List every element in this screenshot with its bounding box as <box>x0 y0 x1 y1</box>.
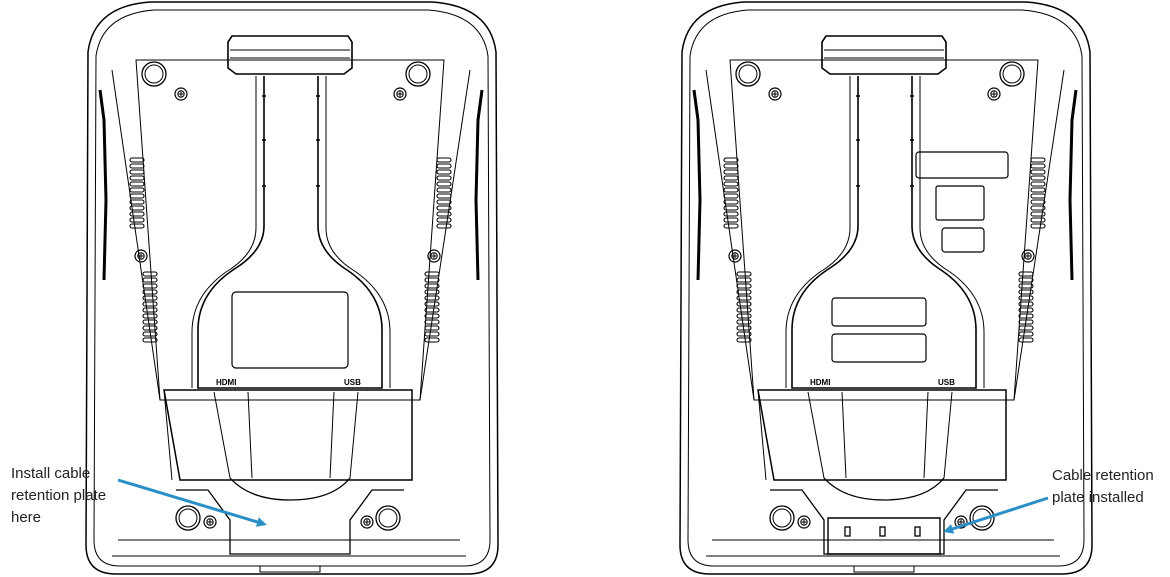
usb-port-label-right: USB <box>938 378 955 387</box>
installed-arrow <box>943 496 1049 534</box>
hdmi-port-label-right: HDMI <box>810 378 830 387</box>
device-base-right: HDMI USB <box>680 2 1092 574</box>
installed-callout-line-1: Cable retention <box>1052 467 1154 484</box>
install-callout-line-2: retention plate <box>11 487 107 504</box>
install-callout-line-3: here <box>11 509 42 526</box>
install-callout-line-1: Install cable <box>11 465 91 482</box>
installed-callout: Cable retention plate installed <box>1052 465 1154 509</box>
hdmi-port-label-left: HDMI <box>216 378 236 387</box>
usb-port-label-left: USB <box>344 378 361 387</box>
installed-callout-line-2: plate installed <box>1052 489 1144 506</box>
install-arrow <box>117 478 267 527</box>
install-callout: Install cable retention plate here <box>11 463 106 529</box>
device-base-left: HDMI USB <box>86 2 498 574</box>
